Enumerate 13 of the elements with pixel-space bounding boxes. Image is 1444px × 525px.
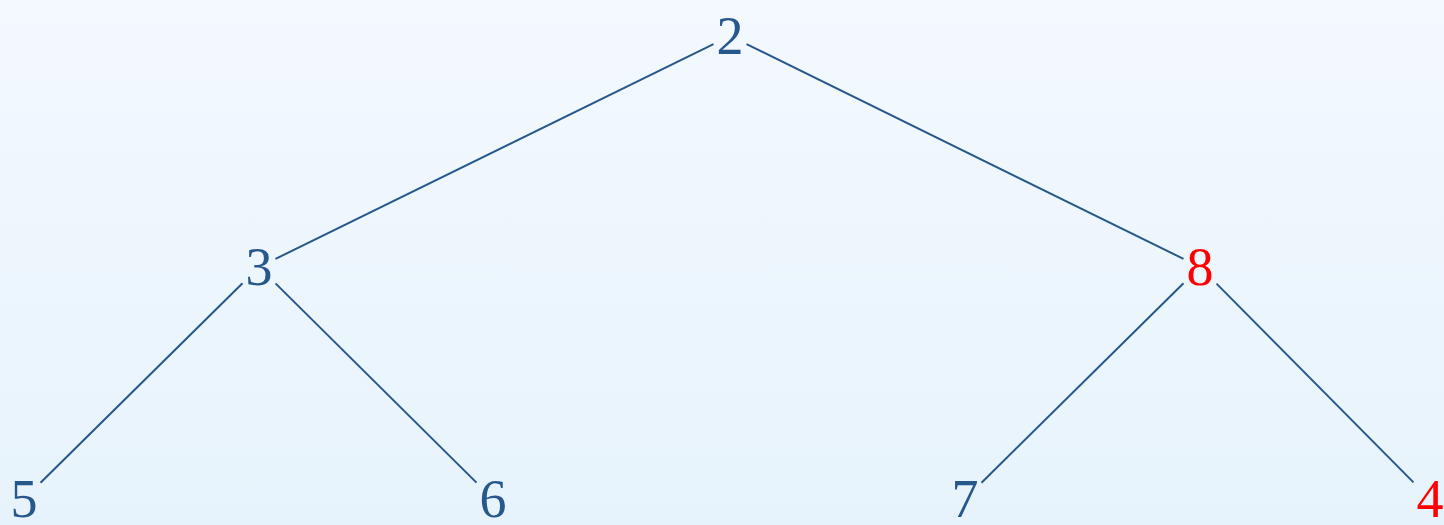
tree-node-label: 6 [476, 466, 510, 525]
tree-node-label: 7 [948, 466, 982, 525]
tree-node-label: 8 [1183, 234, 1217, 300]
tree-edge-line [39, 282, 244, 484]
tree-edge-line [274, 43, 715, 260]
tree-node-label: 3 [242, 234, 276, 300]
tree-edge-line [1215, 282, 1415, 484]
tree-edge-line [745, 43, 1185, 260]
tree-node-label: 5 [7, 466, 41, 525]
tree-node-label: 2 [713, 3, 747, 69]
tree-edge-line [980, 282, 1185, 484]
tree-edge-line [274, 282, 478, 484]
tree-node-label: 4 [1413, 466, 1444, 525]
